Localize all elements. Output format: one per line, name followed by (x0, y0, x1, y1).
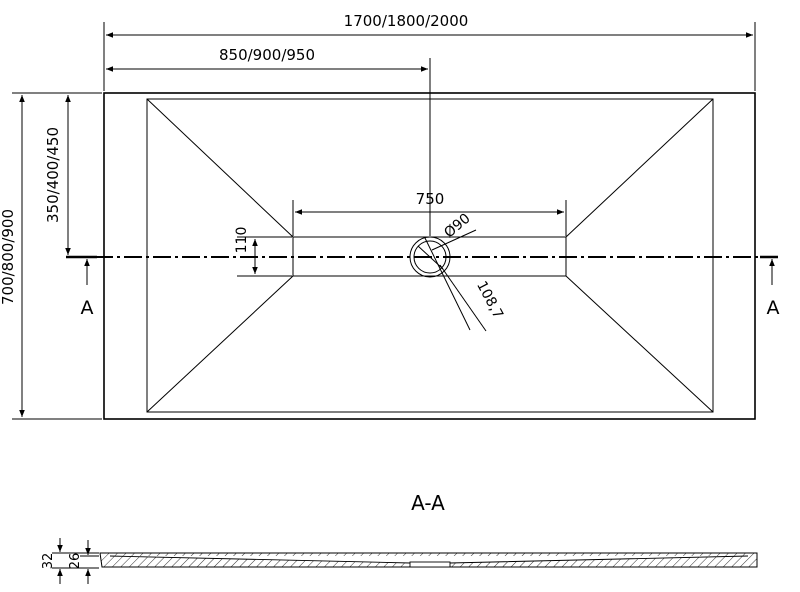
plan-view: A A Ø90 108,7 (66, 92, 780, 420)
dimension-lines: 1700/1800/2000 850/900/950 750 110 350/4… (0, 12, 756, 420)
section-marker-left: A (81, 297, 94, 319)
section-marker-right: A (767, 297, 780, 319)
channel-width-label: 110 (234, 227, 250, 254)
drain-span-label: 108,7 (473, 279, 506, 322)
profile-inner-height-label: 26 (68, 553, 83, 570)
total-width-label: 700/800/900 (0, 209, 17, 305)
drain-y-label: 350/400/450 (44, 127, 62, 223)
total-length-label: 1700/1800/2000 (344, 12, 469, 30)
drain-span-leader (439, 264, 487, 332)
profile-drain-recess (409, 561, 451, 568)
section-title: A-A (411, 491, 445, 515)
slope-lines (146, 98, 714, 413)
profile-dimensions: 32 26 (41, 538, 99, 584)
drain-x-label: 850/900/950 (219, 46, 315, 64)
profile-total-height-label: 32 (41, 553, 56, 570)
drain-symbol (409, 236, 471, 331)
channel-length-label: 750 (416, 190, 445, 208)
drain-diameter-leader (431, 229, 477, 251)
section-profile (99, 552, 758, 568)
